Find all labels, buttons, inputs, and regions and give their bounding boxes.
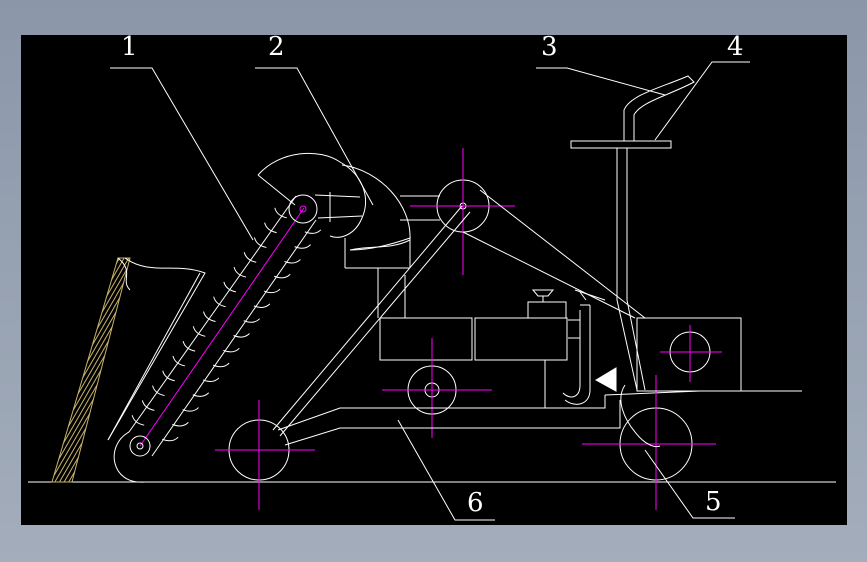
digging-conveyor [107,194,318,483]
crop-outline [107,257,206,441]
conveyor-blade [294,244,311,249]
conveyor-blade [212,362,230,368]
rear-wheel [582,375,716,510]
callout-3: 3 [541,35,558,62]
conveyor-blade [172,355,186,367]
callout-4: 4 [727,35,744,62]
conveyor-blade [223,347,240,353]
conveyor-blade [304,229,322,234]
callout-1: 1 [121,35,138,62]
hatched-bank [51,257,131,483]
conveyor-blade [131,415,145,426]
conveyor-blade [182,340,196,352]
top-drum-hood [257,152,411,269]
conveyor-blade [284,259,301,264]
conveyor-blade [253,237,267,248]
idler-pulley [400,148,515,275]
conveyor-blade [223,281,236,293]
middle-wheel [382,338,492,438]
conveyor-blade [152,385,165,397]
conveyor-blade [243,318,261,323]
conveyor-blade [274,207,287,219]
conveyor-blades [131,207,322,442]
conveyor-blade [264,222,277,234]
conveyor-blade [253,303,271,308]
engine [377,268,580,408]
gearbox [594,317,742,392]
frame-arms [272,189,646,437]
callout-5: 5 [705,487,722,517]
callout-2: 2 [268,35,285,62]
conveyor-blade [274,273,291,279]
conveyor-blade [172,422,189,427]
conveyor-blade [202,377,220,383]
conveyor-blade [263,288,281,294]
conveyor-blade [233,266,247,278]
conveyor-blade [141,400,155,411]
machine-drawing: 1 2 3 4 5 6 [28,35,836,521]
conveyor-blade [192,326,206,337]
front-wheel [215,400,315,510]
conveyor-blade [203,311,216,322]
conveyor-blade [233,333,250,338]
conveyor-blade [162,370,175,382]
conveyor-blade [192,392,210,397]
conveyor-blade [182,407,199,412]
conveyor-blade [243,252,257,263]
chassis [277,390,701,446]
steering-handle [570,75,695,448]
exhaust-pipe [562,291,591,405]
callout-6: 6 [467,488,484,518]
leader-lines [110,61,750,521]
conveyor-blade [162,436,179,442]
cad-drawing-viewport: 1 2 3 4 5 6 [21,35,847,525]
conveyor-blade [213,296,226,308]
